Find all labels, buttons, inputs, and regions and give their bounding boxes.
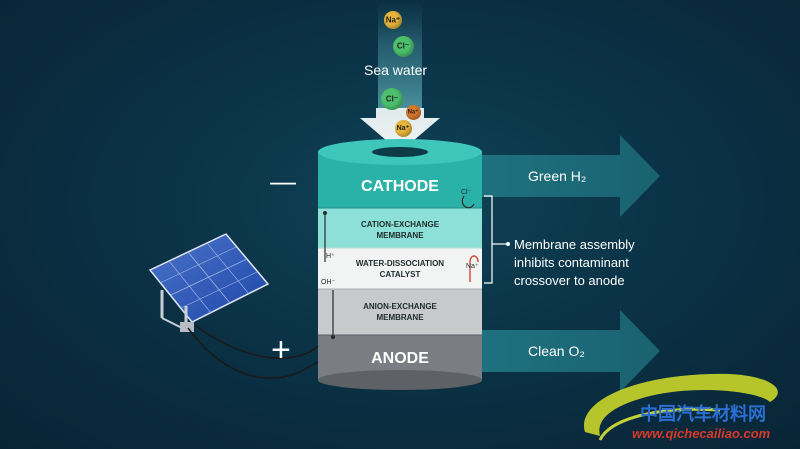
positive-terminal: + [271, 331, 291, 369]
watermark-logo [583, 373, 778, 441]
annotation-dot [506, 242, 510, 246]
oh-ion-dot [331, 335, 335, 339]
ion-flow-left [324, 215, 334, 335]
membrane-annotation: Membrane assembly inhibits contaminant c… [514, 237, 635, 288]
ion-sodium-1: Na⁺ [384, 11, 402, 29]
chloride-crossover-label: Cl⁻ [461, 189, 472, 196]
sea-water-label: Sea water [364, 62, 428, 78]
watermark-url: www.qichecailiao.com [632, 426, 771, 441]
sodium-blocked-hook [469, 255, 479, 282]
ion-sodium-2-label: Na⁺ [407, 109, 419, 116]
output-arrow-oxygen [470, 310, 660, 392]
ion-chloride-1: Cl⁻ [393, 36, 414, 57]
ion-sodium-2: Na⁺ [406, 105, 421, 120]
cathode-label: CATHODE [361, 178, 439, 195]
output-arrow-hydrogen [470, 135, 660, 217]
ion-sodium-1-label: Na⁺ [385, 15, 401, 25]
h-ion-dot [323, 211, 327, 215]
negative-terminal: — [270, 166, 296, 196]
catalyst-label: WATER-DISSOCIATION CATALYST [355, 259, 445, 279]
electrolyzer-stack [318, 139, 482, 390]
annotation-bracket [484, 195, 493, 284]
watermark-text-cn: 中国汽车材料网 [640, 404, 766, 424]
power-wire [187, 327, 319, 379]
sodium-crossover-label: Na⁺ [466, 263, 479, 270]
power-wire-2 [195, 325, 319, 359]
ion-sodium-3-label: Na⁺ [396, 125, 410, 132]
green-hydrogen-label: Green H₂ [528, 168, 587, 184]
ion-chloride-2: Cl⁻ [381, 88, 403, 110]
ion-chloride-2-label: Cl⁻ [385, 94, 399, 104]
clean-oxygen-label: Clean O₂ [528, 343, 585, 359]
ion-chloride-1-label: Cl⁻ [396, 41, 410, 51]
h-ion-label: H⁺ [326, 253, 335, 260]
chloride-blocked-hook [461, 195, 475, 209]
solar-panel [148, 233, 270, 332]
anode-label: ANODE [371, 350, 429, 367]
cation-membrane-label: CATION-EXCHANGE MEMBRANE [360, 220, 440, 240]
anion-membrane-label: ANION-EXCHANGE MEMBRANE [363, 302, 437, 322]
oh-ion-label: OH⁻ [321, 279, 336, 286]
ion-sodium-3: Na⁺ [395, 120, 412, 137]
